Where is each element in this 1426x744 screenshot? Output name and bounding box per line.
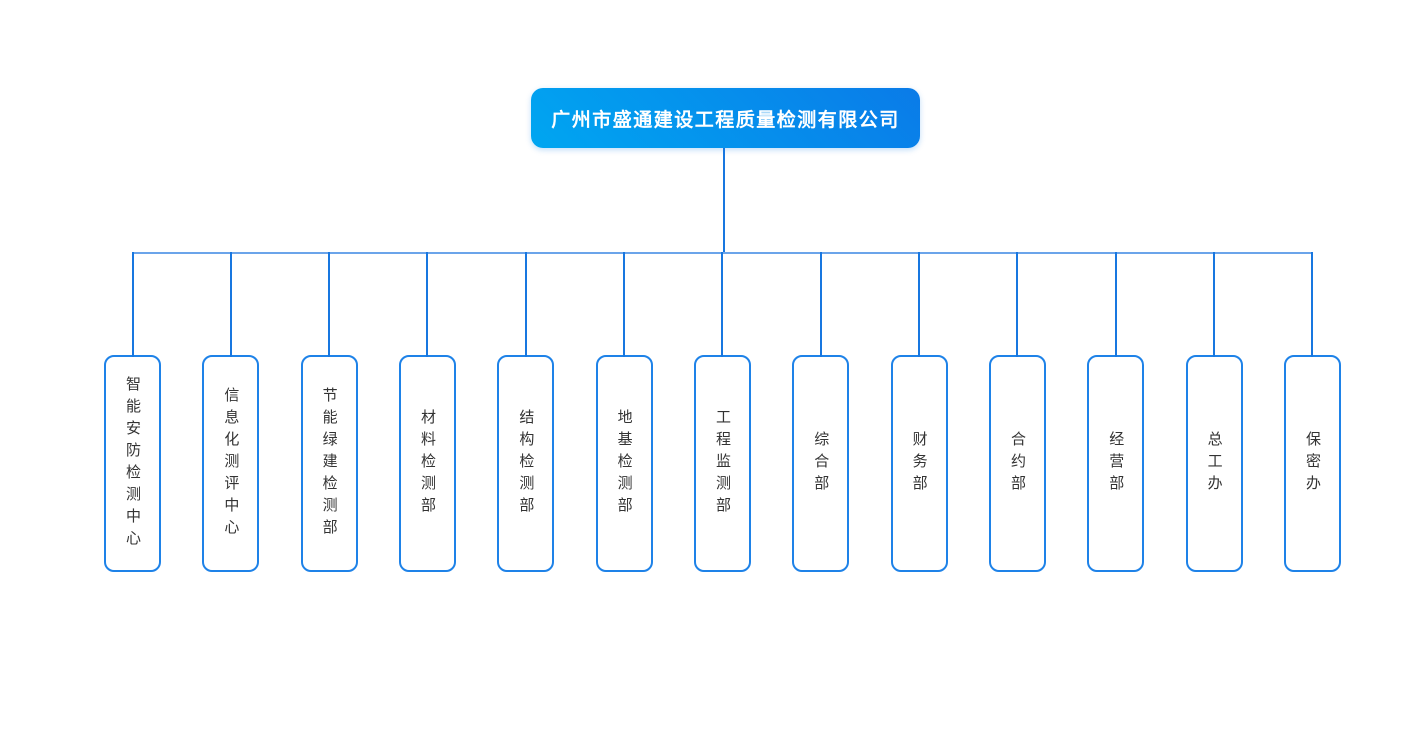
department-label: 材料检测部 <box>418 408 436 519</box>
department-label: 工程监测部 <box>713 408 731 519</box>
connector-drop-line <box>819 252 822 357</box>
department-node[interactable]: 节能绿建检测部 <box>300 252 358 572</box>
connector-drop-line <box>721 252 724 357</box>
connector-drop-line <box>1016 252 1019 357</box>
department-node[interactable]: 财务部 <box>890 252 948 572</box>
connector-drop-line <box>1311 252 1314 357</box>
department-node[interactable]: 智能安防检测中心 <box>104 252 161 572</box>
connector-drop-line <box>328 252 331 357</box>
department-node[interactable]: 结构检测部 <box>497 252 555 572</box>
department-node[interactable]: 材料检测部 <box>398 252 456 572</box>
connector-drop-line <box>623 252 626 357</box>
connector-root-stem <box>723 148 725 254</box>
department-node[interactable]: 保密办 <box>1283 252 1341 572</box>
department-label: 合约部 <box>1008 430 1026 497</box>
department-node[interactable]: 信息化测评中心 <box>202 252 260 572</box>
department-label: 信息化测评中心 <box>222 386 240 541</box>
department-node[interactable]: 工程监测部 <box>693 252 751 572</box>
department-label: 智能安防检测中心 <box>124 375 141 552</box>
department-node[interactable]: 地基检测部 <box>595 252 653 572</box>
company-name: 广州市盛通建设工程质量检测有限公司 <box>551 109 900 131</box>
company-root-node[interactable]: 广州市盛通建设工程质量检测有限公司 <box>531 88 920 148</box>
department-label: 总工办 <box>1205 430 1223 497</box>
department-label: 综合部 <box>812 430 830 497</box>
connector-drop-line <box>131 252 134 357</box>
connector-drop-line <box>524 252 527 357</box>
department-label: 财务部 <box>910 430 928 497</box>
department-node[interactable]: 总工办 <box>1185 252 1243 572</box>
department-label: 保密办 <box>1303 430 1321 497</box>
connector-drop-line <box>229 252 232 357</box>
department-node[interactable]: 综合部 <box>792 252 850 572</box>
department-label: 结构检测部 <box>517 408 535 519</box>
department-row: 智能安防检测中心 信息化测评中心 节能绿建检测部 材料检测部 结构检测部 <box>104 252 1341 572</box>
department-label: 节能绿建检测部 <box>320 386 338 541</box>
department-node[interactable]: 合约部 <box>988 252 1046 572</box>
connector-drop-line <box>426 252 429 357</box>
connector-drop-line <box>918 252 921 357</box>
connector-drop-line <box>1114 252 1117 357</box>
department-label: 经营部 <box>1107 430 1125 497</box>
department-node[interactable]: 经营部 <box>1087 252 1145 572</box>
department-label: 地基检测部 <box>615 408 633 519</box>
connector-drop-line <box>1213 252 1216 357</box>
